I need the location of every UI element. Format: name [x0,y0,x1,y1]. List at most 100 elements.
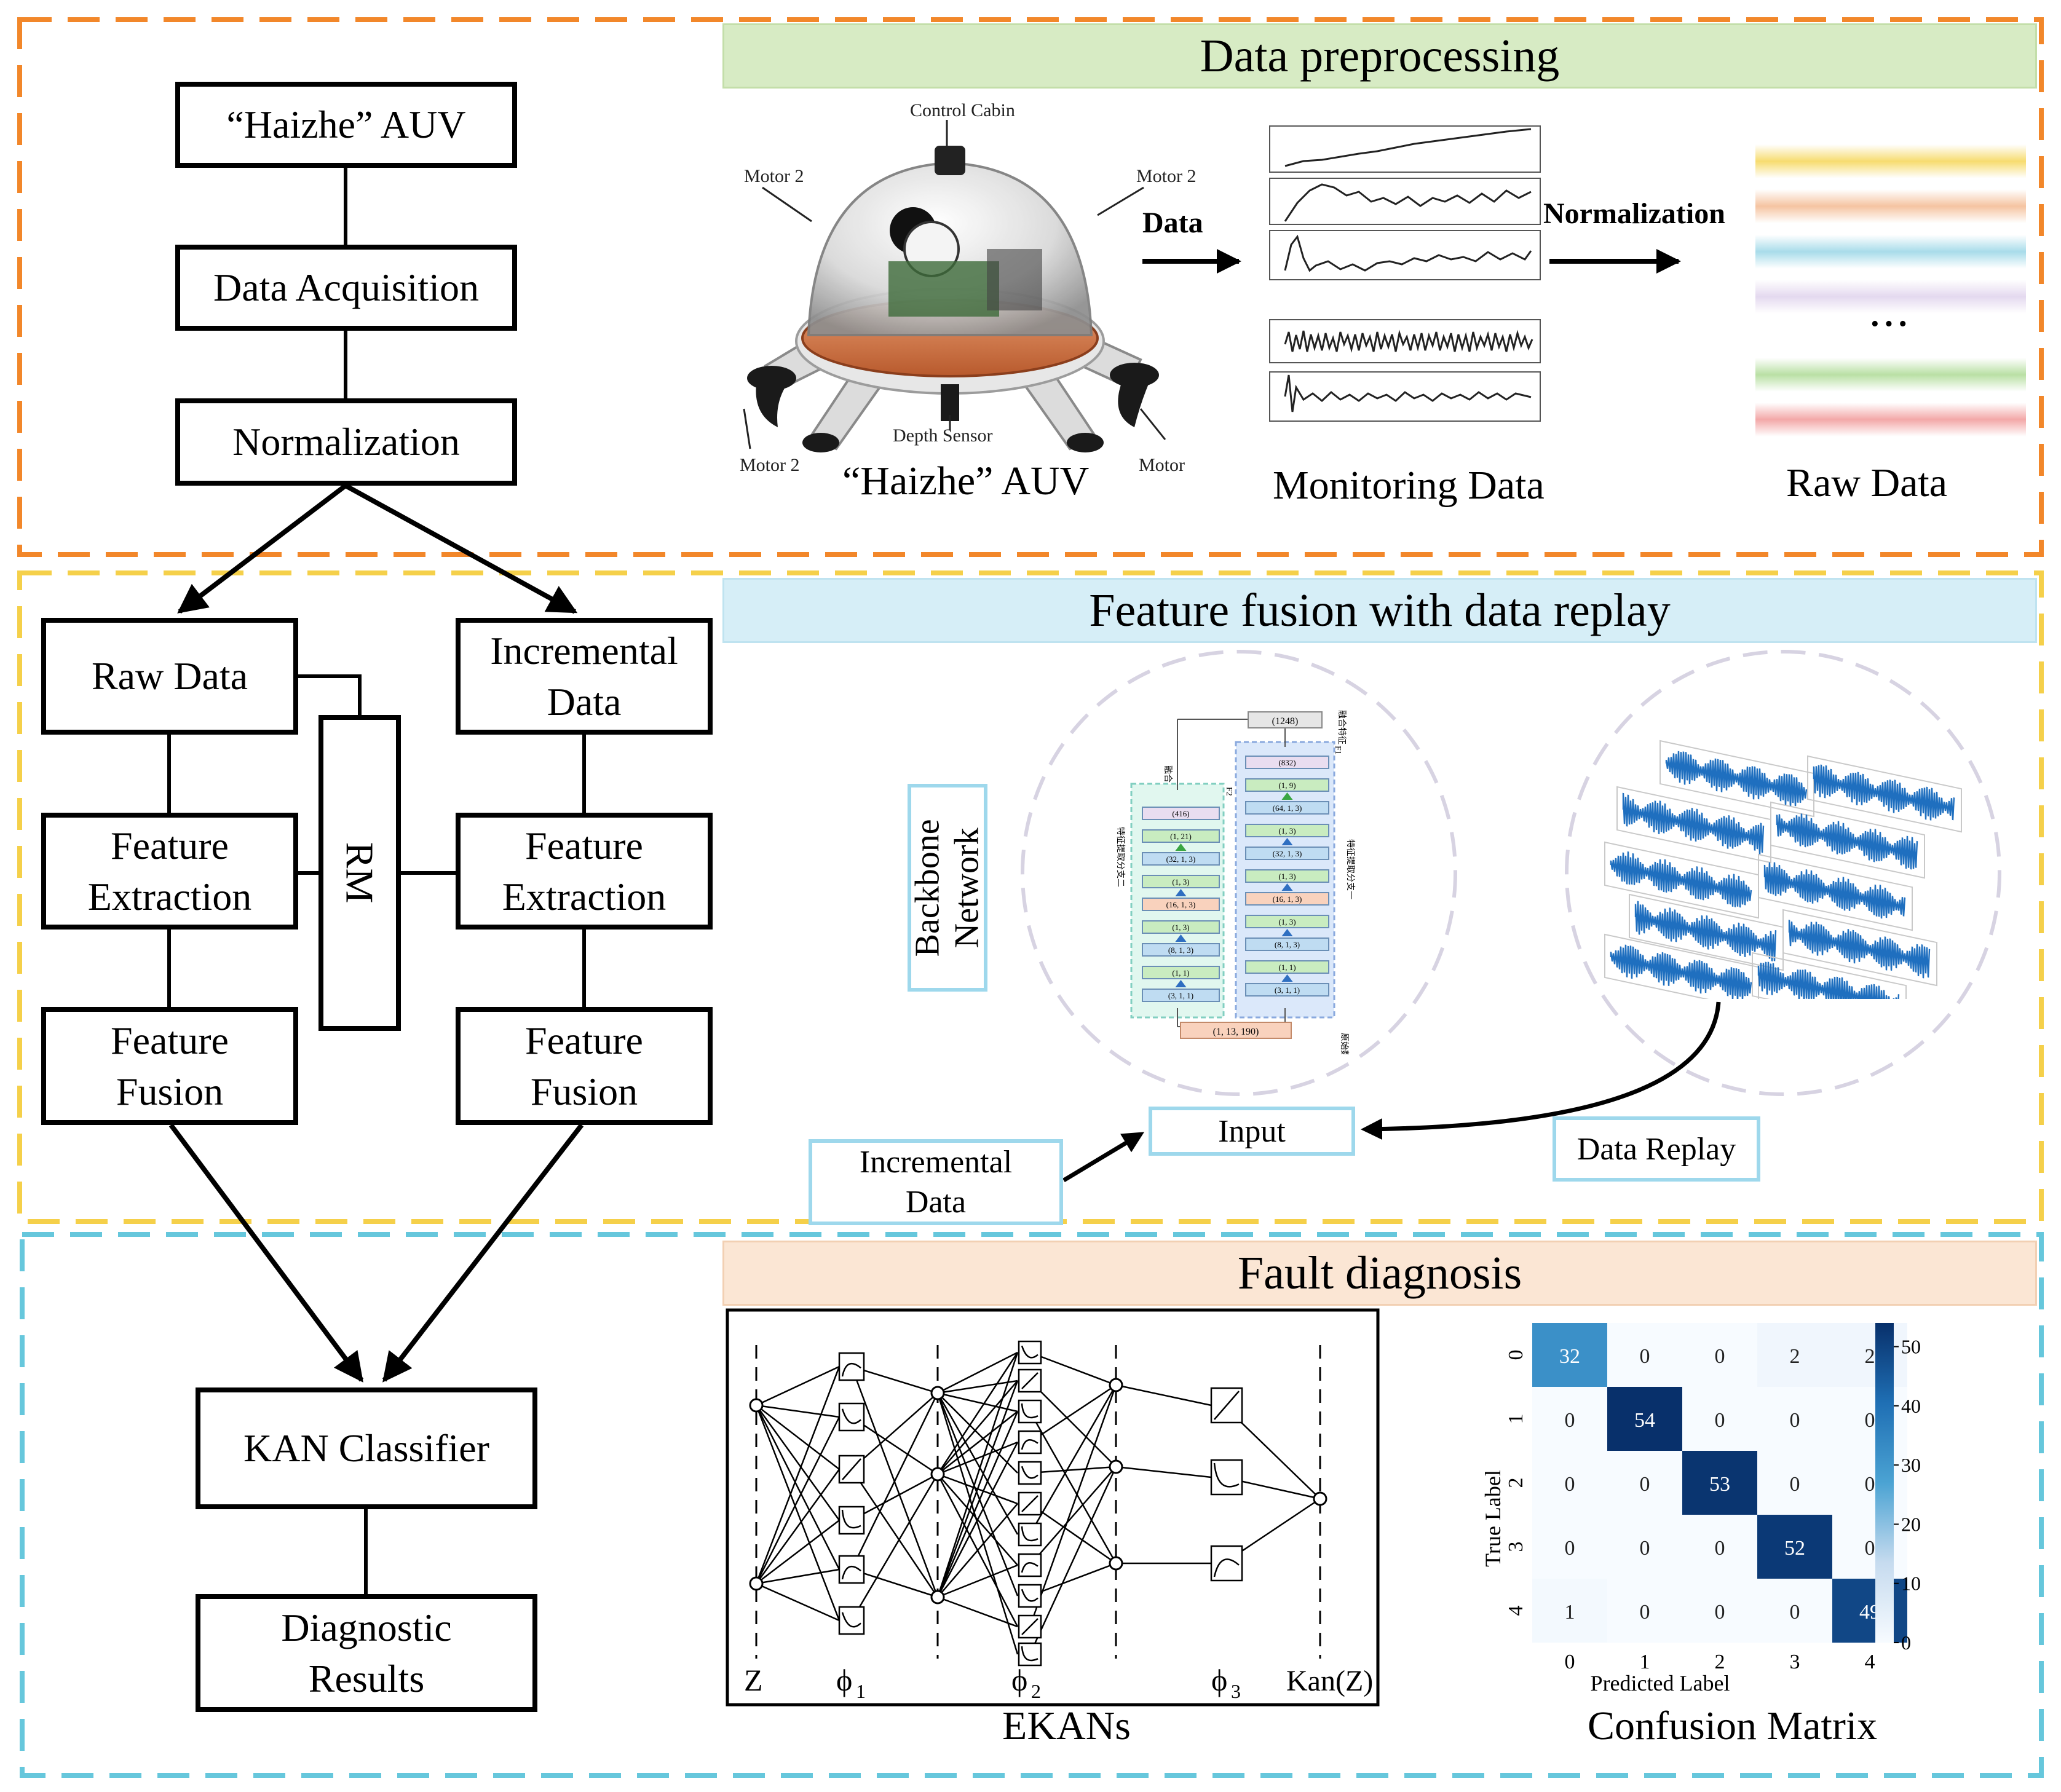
backbone-network-diagram: (1248) (1, 13, 190) 融合 融合特征 原始数据 特征提取分支二… [1115,710,1355,1054]
activation-function-box [1018,1399,1042,1424]
cm-y-axis-label: True Label [1481,1470,1505,1567]
cm-cell-value: 52 [1784,1537,1805,1560]
data-replay-box: Data Replay [1553,1116,1760,1182]
cm-cell-value: 54 [1634,1409,1655,1432]
branch1-up-arrow [1281,974,1293,982]
cm-y-tick: 3 [1505,1542,1527,1552]
branch1-layer-label: (1, 9) [1278,781,1296,790]
branch2-layers: (416)(1, 21)(32, 1, 3)(1, 3)(16, 1, 3)(1… [1142,807,1220,1002]
branch2-layer-box [1142,852,1220,866]
branch2-label: 特征提取分支二 [1115,827,1125,887]
branch1-layer-box [1245,801,1329,815]
branch1-layer-label: (32, 1, 3) [1273,849,1302,858]
preprocessing-arrows [1142,249,1681,274]
branch1-layer-box [1245,915,1329,928]
cm-cell-value: 0 [1790,1409,1800,1432]
cm-cell-value: 0 [1640,1345,1650,1368]
cm-colorbar-tick-label: 50 [1901,1336,1921,1358]
network-input-box: (1, 13, 190) [1213,1027,1259,1037]
feature-extraction-right-box: Feature Extraction [456,813,713,930]
data-preprocessing-header: Data preprocessing [722,23,2037,89]
cm-cell [1832,1515,1907,1579]
feature-extraction-left-box: Feature Extraction [41,813,298,930]
data-arrow-label: Data [1142,207,1203,239]
branch1-layer-box [1245,847,1329,860]
auv-illustration [743,120,1166,452]
activation-function-box [1018,1584,1042,1608]
replay-slice [1604,841,1759,919]
feature-fusion-section-frame [17,570,2044,1224]
cm-cell-value: 0 [1565,1537,1575,1560]
activation-function-box [1210,1387,1243,1424]
cm-colorbar-gradient [1875,1323,1894,1643]
activation-function-box [1018,1553,1042,1577]
feature-fusion-left-box: Feature Fusion [41,1007,298,1125]
replay-slice [1807,755,1962,833]
rm-label: RM [338,842,382,904]
cm-colorbar-tick-label: 0 [1901,1632,1911,1654]
branch2-layer-box [1142,875,1220,888]
branch2-layer-box [1142,966,1220,979]
branch2-layer-label: (1, 1) [1172,968,1189,977]
branch2-layer-label: (1, 21) [1170,832,1192,841]
branch1-layer-label: (1, 3) [1278,917,1296,926]
cm-cell-value: 53 [1709,1473,1730,1496]
cm-cell-value: 0 [1865,1409,1875,1432]
branch1-layer-box [1245,983,1329,997]
cm-cell [1532,1515,1607,1579]
branch1-layer-label: (3, 1, 1) [1275,985,1300,995]
branch1-layer-label: (16, 1, 3) [1273,894,1302,904]
activation-function-box [1018,1614,1042,1639]
activation-function-box [838,1402,865,1432]
data-preprocessing-section-frame [17,17,2044,557]
branch2-layer-label: (416) [1172,809,1189,818]
branch1-layers: (832)(1, 9)(64, 1, 3)(1, 3)(32, 1, 3)(1,… [1245,756,1329,997]
branch2-layer-label: (1, 3) [1172,877,1189,886]
motor-top-right-label: Motor 2 [1136,166,1197,186]
activation-function-box [1018,1642,1042,1667]
branch1-layer-label: (8, 1, 3) [1275,940,1300,949]
raw-data-bars [1755,144,2026,436]
cm-x-tick: 1 [1640,1651,1650,1673]
replay-slice [1770,801,1925,879]
branch1-layer-box [1245,960,1329,974]
raw-data-network-label: 原始数据 [1339,1033,1349,1054]
cm-cell-value: 0 [1565,1473,1575,1496]
branch2-up-arrow [1175,980,1187,987]
branch2-up-arrow [1175,843,1187,851]
depth-sensor-label: Depth Sensor [893,425,993,446]
raw-data-bar-0 [1755,144,2026,178]
normalization-arrow-label: Normalization [1543,197,1725,230]
cm-cell-value: 0 [1715,1601,1725,1624]
auv-caption: “Haizhe” AUV [842,459,1090,503]
f1-label: F1 [1333,746,1342,755]
fault-diagnosis-header: Fault diagnosis [722,1241,2037,1306]
normalization-box: Normalization [175,398,517,486]
activation-function-box [1018,1340,1042,1365]
cm-cell [1757,1579,1832,1643]
cm-cell [1832,1323,1907,1387]
fusion-connectors [1062,1001,1721,1183]
feature-fusion-right-box: Feature Fusion [456,1007,713,1125]
cm-cell-value: 2 [1865,1345,1875,1368]
cm-x-tick: 2 [1715,1651,1725,1673]
backbone-network-label: Backbone Network [908,819,987,957]
cm-x-tick: 0 [1565,1651,1575,1673]
cm-colorbar-tick-label: 20 [1901,1513,1921,1535]
cm-cell-value: 0 [1640,1601,1650,1624]
cm-colorbar-tick-label: 10 [1901,1573,1921,1595]
monitoring-data-caption: Monitoring Data [1273,463,1545,508]
branch1-layer-label: (832) [1278,758,1296,767]
branch2-layer-box [1142,829,1220,843]
cm-cell-value: 2 [1790,1345,1800,1368]
incremental-data-box: Incremental Data [456,618,713,735]
ekan-phi1-label: ϕ [836,1663,852,1697]
raw-data-ellipsis: ··· [1869,305,1912,343]
ekan-phi3-sub: 3 [1231,1680,1241,1702]
cm-colorbar-tick-label: 40 [1901,1395,1921,1417]
ekans-caption: EKANs [1002,1703,1131,1748]
replay-slice [1782,909,1937,987]
cm-cell-value: 32 [1559,1345,1580,1368]
cm-cell [1532,1579,1607,1643]
